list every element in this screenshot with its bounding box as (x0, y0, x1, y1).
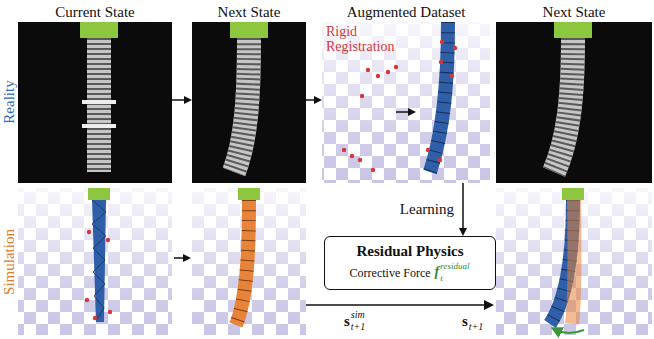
arrow-head (184, 96, 192, 104)
column-heading: Next State (496, 4, 652, 21)
box-subtitle: Corrective Force (350, 267, 431, 280)
column-heading: Augmented Dataset (322, 4, 490, 21)
photo-panel: Current State (18, 2, 172, 183)
augmented-panels (322, 22, 490, 183)
photo-current (18, 22, 172, 183)
process-box: Residual PhysicsCorrective Force fresidua… (324, 236, 496, 290)
sim-next (192, 188, 306, 335)
overlay-label: Rigid Registration (326, 24, 408, 55)
photo-final (496, 22, 652, 183)
edge-label: Learning (398, 201, 456, 218)
row-label: Reality (2, 80, 17, 123)
arrow-head (314, 96, 322, 104)
flow-arrow (459, 183, 467, 236)
flow-arrow (306, 96, 322, 104)
state-arrow (306, 300, 494, 310)
flow-arrow (172, 96, 192, 104)
arrow-line (462, 183, 464, 229)
photo-next (192, 22, 306, 183)
arrow-head (459, 228, 467, 236)
photo-panel: Next State (192, 2, 306, 183)
sim-current (18, 188, 191, 335)
arrow-line (306, 99, 315, 101)
state-subscript: t+1 (351, 322, 366, 332)
column-heading: Next State (192, 4, 306, 21)
column-heading: Current State (18, 4, 172, 21)
photo-panel: Next State (496, 2, 652, 183)
dataset-panel: Augmented DatasetRigid Registration (322, 2, 490, 183)
arrow-line (172, 99, 185, 101)
state-subscript: t+1 (469, 322, 484, 332)
box-title: Residual Physics (325, 243, 495, 260)
state-superscript: sim (351, 310, 365, 320)
force-subscript: t (440, 274, 443, 283)
row-label: Simulation (2, 229, 17, 295)
state-symbol: s (344, 314, 350, 329)
sim-final (496, 188, 652, 335)
state-symbol: s (462, 314, 468, 329)
force-symbol: f (435, 265, 440, 279)
force-superscript: residual (440, 262, 469, 271)
